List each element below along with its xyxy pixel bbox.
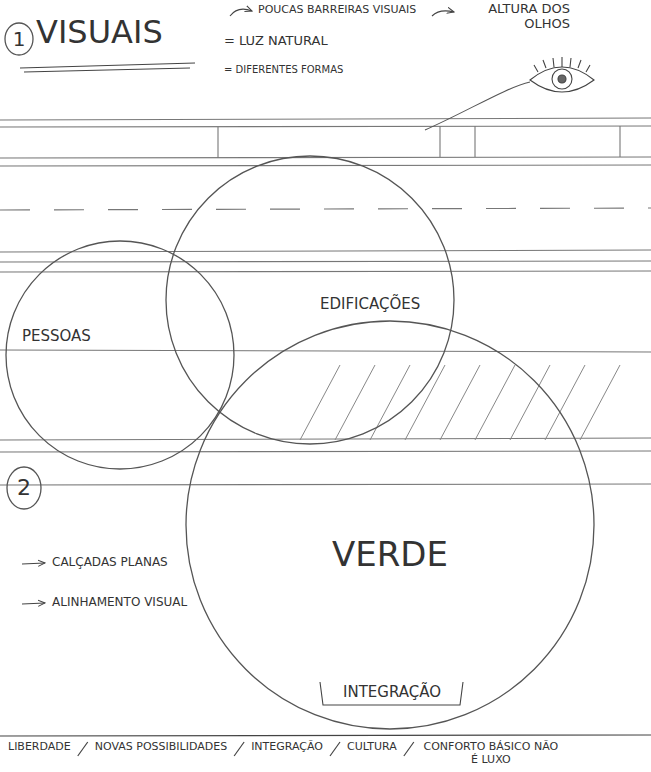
street-line xyxy=(0,438,651,440)
venn-circle: PESSOAS xyxy=(5,240,235,470)
section-title: VISUAIS xyxy=(34,14,165,51)
street-line xyxy=(0,126,651,127)
dashed-lane-line xyxy=(0,208,651,210)
circle-outline xyxy=(7,467,41,509)
venn-circle: EDIFICAÇÕES xyxy=(165,155,455,445)
circle-outline xyxy=(186,321,594,729)
arrow-symbol xyxy=(22,603,45,604)
eye-lashes xyxy=(534,57,590,72)
note-text: ALINHAMENTO VISUAL xyxy=(50,596,189,610)
circle-label: VERDE xyxy=(330,535,450,574)
street-line xyxy=(0,271,651,272)
circle-label: PESSOAS xyxy=(20,328,93,345)
eye-pupil xyxy=(558,75,566,83)
circle-outline xyxy=(5,23,33,55)
circle-outline xyxy=(5,240,235,470)
street-line xyxy=(0,350,651,352)
street-line xyxy=(0,261,651,262)
slash-separator xyxy=(78,742,88,756)
keyword: CULTURA xyxy=(345,741,399,754)
keyword: INTEGRAÇÃO xyxy=(249,741,325,754)
note-text: CALÇADAS PLANAS xyxy=(50,556,170,570)
arrow-symbol xyxy=(432,11,454,16)
note-text: = DIFERENTES FORMAS xyxy=(222,64,345,76)
street-lines xyxy=(0,118,651,485)
keyword: NOVAS POSSIBILIDADES xyxy=(93,741,229,754)
street-line xyxy=(0,250,651,252)
baseline-rule xyxy=(0,735,651,736)
note-text: POUCAS BARREIRAS VISUAIS xyxy=(256,4,418,17)
eye-drawing xyxy=(530,57,594,92)
callout-number: 1 xyxy=(11,28,28,51)
street-line xyxy=(0,451,651,452)
band-divider xyxy=(218,126,620,158)
street-line xyxy=(0,165,651,166)
slash-separator xyxy=(234,742,244,756)
street-line xyxy=(0,118,651,120)
integration-label: INTEGRAÇÃO xyxy=(341,684,443,701)
circle-label: EDIFICAÇÕES xyxy=(318,296,422,313)
street-line xyxy=(0,484,651,485)
callout-circle: 2 xyxy=(6,466,42,510)
keyword: LIBERDADE xyxy=(6,741,73,754)
callout-circle: 1 xyxy=(4,22,34,56)
venn-circle: VERDE INTEGRAÇÃO xyxy=(185,320,595,730)
callout-number: 2 xyxy=(15,475,33,500)
diagonal-hatching xyxy=(300,365,620,440)
title-underline xyxy=(20,63,195,72)
eye-iris xyxy=(552,69,572,89)
circle-outline xyxy=(166,156,454,444)
eye-outline xyxy=(530,67,594,92)
note-text: = LUZ NATURAL xyxy=(222,34,330,49)
slash-separator xyxy=(330,742,340,756)
circle-outline xyxy=(6,241,234,469)
note-text: ALTURA DOS OLHOS xyxy=(458,2,572,32)
arrow-symbol xyxy=(22,563,45,564)
bracket xyxy=(320,682,463,705)
hatch-lines xyxy=(300,365,620,440)
slash-separator xyxy=(404,742,414,756)
keyword: CONFORTO BÁSICO NÃO É LUXO xyxy=(419,741,563,766)
eye-sight-line xyxy=(425,82,530,130)
circle-outline xyxy=(185,320,595,730)
arrow-symbol xyxy=(230,9,252,16)
